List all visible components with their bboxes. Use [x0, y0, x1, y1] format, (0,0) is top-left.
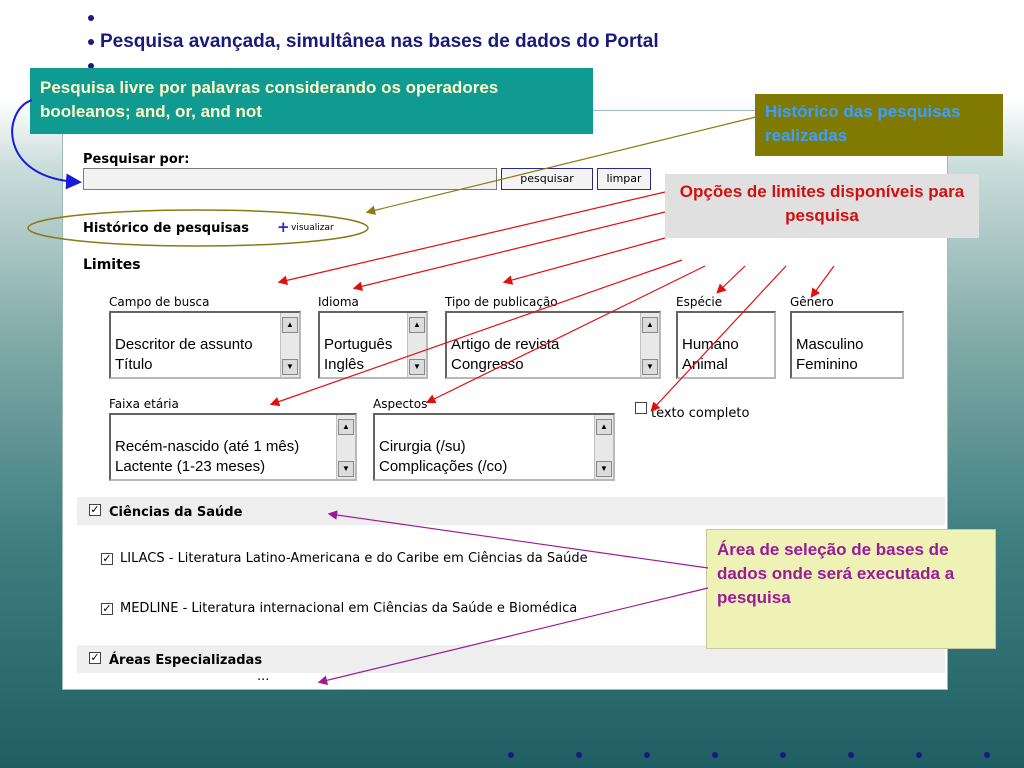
- list-item[interactable]: Artigo de revista: [451, 336, 560, 353]
- field-label-tipo: Tipo de publicação: [445, 295, 558, 309]
- field-label-idioma: Idioma: [318, 295, 359, 309]
- callout-history: Histórico das pesquisas realizadas: [755, 94, 1003, 156]
- scrollbar[interactable]: ▲▼: [594, 415, 613, 479]
- limits-arrow-idioma: [352, 211, 666, 291]
- history-arrow: [365, 115, 761, 215]
- limits-arrow-campo: [277, 191, 666, 286]
- list-item[interactable]: Inglês: [324, 356, 365, 373]
- scroll-up-icon[interactable]: ▲: [338, 419, 354, 435]
- health-sciences-label: Ciências da Saúde: [109, 505, 243, 520]
- databases-arrow-health: [327, 510, 709, 569]
- list-item[interactable]: Complicações (/co): [379, 458, 508, 475]
- history-expand-icon[interactable]: +: [277, 218, 290, 236]
- callout-free-search: Pesquisa livre por palavras considerando…: [30, 68, 593, 134]
- lilacs-checkbox[interactable]: ✓: [101, 552, 113, 565]
- dot-icon: [576, 752, 582, 758]
- bullet-empty-2: [88, 54, 659, 78]
- field-label-aspectos: Aspectos: [373, 397, 428, 411]
- scroll-down-icon[interactable]: ▼: [642, 359, 658, 375]
- specialized-areas-checkbox[interactable]: ✓: [89, 651, 101, 664]
- history-view-link[interactable]: visualizar: [291, 223, 334, 233]
- scroll-up-icon[interactable]: ▲: [642, 317, 658, 333]
- search-input[interactable]: [83, 168, 497, 190]
- scroll-down-icon[interactable]: ▼: [282, 359, 298, 375]
- list-item[interactable]: Descritor de assunto: [115, 336, 253, 353]
- dot-icon: [984, 752, 990, 758]
- specialized-areas-label: Áreas Especializadas: [109, 653, 263, 668]
- lilacs-label: LILACS - Literatura Latino-Americana e d…: [120, 551, 588, 566]
- dot-icon: [508, 752, 514, 758]
- free-search-arrow: [11, 99, 82, 190]
- limits-arrow-tipo: [502, 237, 666, 285]
- scroll-down-icon[interactable]: ▼: [596, 461, 612, 477]
- medline-label: MEDLINE - Literatura internacional em Ci…: [120, 601, 578, 616]
- bullet-empty-1: [88, 6, 659, 30]
- scroll-up-icon[interactable]: ▲: [409, 317, 425, 333]
- health-sciences-bar: [77, 497, 945, 525]
- limits-arrow-aspectos: [425, 265, 706, 404]
- bullet-dot-icon: [88, 39, 94, 45]
- field-label-campo: Campo de busca: [109, 295, 210, 309]
- field-label-faixa: Faixa etária: [109, 397, 179, 411]
- history-highlight-ellipse: [27, 209, 369, 247]
- medline-checkbox[interactable]: ✓: [101, 602, 113, 615]
- list-item[interactable]: Cirurgia (/su): [379, 438, 466, 455]
- history-label: Histórico de pesquisas: [83, 221, 250, 236]
- limits-label: Limites: [83, 257, 141, 273]
- clear-button[interactable]: limpar: [597, 168, 651, 190]
- slide-bullets: Pesquisa avançada, simultânea nas bases …: [88, 6, 659, 78]
- scroll-down-icon[interactable]: ▼: [338, 461, 354, 477]
- list-item[interactable]: Título: [115, 356, 153, 373]
- dot-icon: [916, 752, 922, 758]
- dot-icon: [712, 752, 718, 758]
- full-text-label: texto completo: [651, 406, 750, 421]
- scrollbar[interactable]: ▲▼: [407, 313, 426, 377]
- field-label-especie: Espécie: [676, 295, 723, 309]
- dot-icon: [644, 752, 650, 758]
- slide-title: Pesquisa avançada, simultânea nas bases …: [100, 31, 659, 52]
- scroll-up-icon[interactable]: ▲: [596, 419, 612, 435]
- dot-icon: [848, 752, 854, 758]
- full-text-checkbox[interactable]: [635, 402, 647, 414]
- more-ellipsis: ...: [257, 669, 270, 684]
- scroll-up-icon[interactable]: ▲: [282, 317, 298, 333]
- limits-arrow-especie: [716, 265, 746, 294]
- callout-limits: Opções de limites disponíveis para pesqu…: [665, 174, 979, 238]
- list-item[interactable]: Animal: [682, 356, 728, 373]
- databases-arrow-specialized: [317, 587, 709, 685]
- limits-arrow-faixa: [269, 259, 683, 407]
- list-item[interactable]: Masculino: [796, 336, 864, 353]
- scrollbar[interactable]: ▲▼: [280, 313, 299, 377]
- bullet-dot-icon: [88, 15, 94, 21]
- callout-databases: Área de seleção de bases de dados onde s…: [706, 529, 996, 649]
- faixa-listbox[interactable]: Recém-nascido (até 1 mês) Lactente (1-23 …: [109, 413, 357, 481]
- list-item[interactable]: Congresso: [451, 356, 524, 373]
- scrollbar[interactable]: ▲▼: [640, 313, 659, 377]
- specialized-areas-bar: [77, 645, 945, 673]
- list-item[interactable]: Português: [324, 336, 393, 353]
- scrollbar[interactable]: ▲▼: [336, 415, 355, 479]
- list-item[interactable]: Humano: [682, 336, 739, 353]
- field-label-genero: Gênero: [790, 295, 834, 309]
- list-item[interactable]: Lactente (1-23 meses): [115, 458, 266, 475]
- aspectos-listbox[interactable]: Cirurgia (/su)Complicações (/co) ▲▼: [373, 413, 615, 481]
- bullet-dot-icon: [88, 63, 94, 69]
- list-item[interactable]: Feminino: [796, 356, 858, 373]
- health-sciences-checkbox[interactable]: ✓: [89, 503, 101, 516]
- decorative-dots: [508, 752, 990, 758]
- dot-icon: [780, 752, 786, 758]
- search-label: Pesquisar por:: [83, 152, 190, 167]
- scroll-down-icon[interactable]: ▼: [409, 359, 425, 375]
- list-item[interactable]: Recém-nascido (até 1 mês): [115, 438, 300, 455]
- limits-arrow-genero: [810, 265, 835, 298]
- limits-arrow-texto: [650, 265, 787, 412]
- slide-title-line: Pesquisa avançada, simultânea nas bases …: [88, 30, 659, 54]
